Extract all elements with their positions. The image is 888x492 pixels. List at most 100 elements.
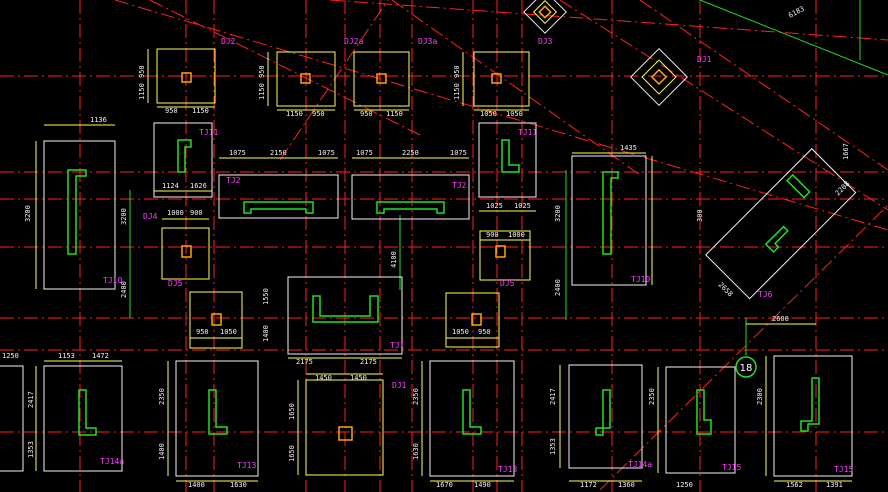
column <box>211 313 222 326</box>
dim-text: 1400 <box>158 443 166 460</box>
column <box>538 5 552 19</box>
footing-outline <box>43 140 116 290</box>
axis-bubble-18[interactable]: 18 <box>735 356 757 378</box>
footing-outline <box>630 48 688 106</box>
footing-dj1[interactable]: DJ1 1450 1450 <box>305 374 407 476</box>
leader-line <box>699 0 888 76</box>
dim-text: 1353 <box>27 441 35 458</box>
dim-text: 1250 <box>676 481 693 489</box>
axis-line-diag <box>149 0 421 136</box>
dim-text: 2250 <box>402 149 419 157</box>
dim-text: 950 <box>138 65 146 78</box>
footing-outline <box>175 360 259 477</box>
footing-dj5[interactable]: DJ5 950 1050 <box>168 279 243 349</box>
dim-text: 1250 <box>2 352 19 360</box>
dim-text: 1472 <box>92 352 109 360</box>
footing-tj6[interactable] <box>705 148 857 300</box>
column <box>491 73 502 84</box>
dim-text: 950 <box>165 107 178 115</box>
footing-tj10[interactable]: TJ10 1136 3200 <box>24 116 122 290</box>
footing-outline <box>43 365 123 472</box>
footing-rotated-top[interactable] <box>523 0 567 34</box>
footing-outline <box>571 155 647 286</box>
footing-tag: TJ11 <box>199 128 218 137</box>
footing-tj14a[interactable]: TJ14a 1153 1472 <box>43 352 124 472</box>
wall-segment <box>602 171 619 255</box>
wall-segment <box>312 295 379 323</box>
wall-segment <box>243 201 314 214</box>
footing-tag: TJ14a <box>100 457 124 466</box>
dim-text: 1136 <box>90 116 107 124</box>
footing-outline <box>156 48 216 104</box>
footing-outline <box>305 379 384 476</box>
dim-text: 2400 <box>554 279 562 296</box>
dim-text: 2175 <box>296 358 313 366</box>
dim-text: 1150 <box>138 83 146 100</box>
footing-tag: TJ15 <box>722 463 741 472</box>
dim-text: 1000 <box>167 209 184 217</box>
footing-dj3[interactable]: DJ3 1050 1050 <box>473 37 553 118</box>
dim-text: 1450 <box>350 374 367 382</box>
footing-tj11[interactable]: TJ11 1124 1626 <box>153 122 218 198</box>
footing-dj4[interactable]: DJ4 1000 900 <box>143 209 210 280</box>
footing-tj11-right[interactable]: TJ11 1025 1025 <box>478 122 537 210</box>
footing-tj13[interactable]: TJ13 1400 1630 <box>175 360 259 489</box>
footing-tj12[interactable]: TJ2 1075 2150 1075 <box>218 149 339 219</box>
axis-line-diag <box>639 0 888 171</box>
footing-tag: TJ14a <box>628 460 652 469</box>
footing-tj12-right[interactable]: TJ2 1075 2250 1075 <box>351 149 470 220</box>
footing-tag: DJ5 <box>168 279 183 288</box>
footing-tj10-right[interactable]: TJ10 1435 <box>571 144 650 286</box>
footing-dj2a[interactable]: DJ2a 1150 950 <box>276 37 363 118</box>
footing-tj13-right[interactable]: TJ13 1670 1490 <box>429 360 517 489</box>
footing-tag: DJ1 <box>392 381 407 390</box>
axis-line-diag <box>391 0 641 176</box>
axis-line-diag <box>599 204 888 491</box>
footing-step <box>532 0 558 25</box>
footing-tag: TJ13 <box>498 465 517 474</box>
dim-text: 1025 <box>486 202 503 210</box>
dim-text: 300 <box>696 209 704 222</box>
footing-left-edge[interactable]: 1250 <box>0 352 24 472</box>
footing-tj1[interactable]: TJ1 2175 2175 4100 <box>287 251 405 366</box>
footing-tj15-right[interactable]: TJ15 1562 1391 <box>773 355 853 489</box>
dim-text: 1667 <box>842 143 850 160</box>
footing-outline <box>479 230 531 281</box>
footing-tag: TJ13 <box>237 461 256 470</box>
footing-dj4-right[interactable]: 900 1000 <box>479 230 531 281</box>
dim-text: 1150 <box>258 83 266 100</box>
dim-text: 1050 <box>480 110 497 118</box>
dim-text: 1050 <box>220 328 237 336</box>
dim-text: 950 <box>453 65 461 78</box>
axis-line-diag <box>559 0 888 211</box>
wall-segment <box>208 389 228 435</box>
footing-step <box>641 59 677 95</box>
footing-tj15[interactable]: TJ15 1250 <box>665 366 741 489</box>
dim-text: 1626 <box>190 182 207 190</box>
footing-tj14[interactable]: TJ14a 1172 1360 <box>568 364 652 489</box>
dim-text: 1400 <box>262 325 270 342</box>
footing-tag: TJ1 <box>390 341 405 350</box>
dim-text: 2350 <box>158 388 166 405</box>
footing-tag: DJ5 <box>500 279 515 288</box>
footing-tag: DJ2a <box>344 37 363 46</box>
footing-dj2[interactable]: DJ2 950 1150 <box>156 37 236 115</box>
footing-dj5-right[interactable]: DJ5 1050 950 <box>445 279 515 348</box>
dim-text: 1025 <box>514 202 531 210</box>
footing-outline <box>276 51 336 107</box>
wall-segment <box>67 169 87 255</box>
footing-tag: TJ6 <box>758 290 773 299</box>
dim-text: 3200 <box>120 208 128 225</box>
footing-rotated-mid[interactable] <box>630 48 688 106</box>
column <box>181 72 192 83</box>
footing-dj3a[interactable]: DJ3a 950 1150 <box>353 37 437 118</box>
footing-tag: TJ2 <box>452 181 467 190</box>
dim-text: 1075 <box>318 149 335 157</box>
wall-segment <box>501 139 520 173</box>
wall-segment <box>764 225 789 254</box>
dim-text: 1000 <box>508 231 525 239</box>
dim-text: 1150 <box>386 110 403 118</box>
wall-segment <box>696 389 712 435</box>
